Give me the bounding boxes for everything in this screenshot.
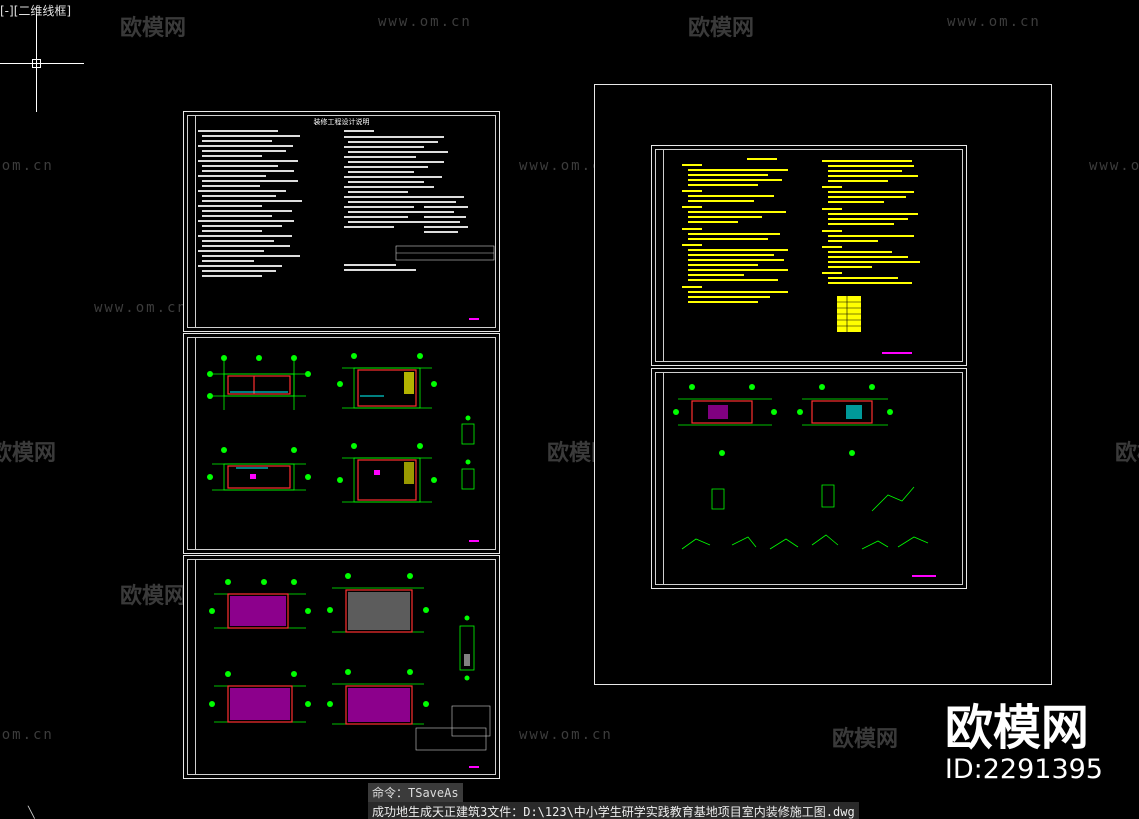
brand-logo: 欧模网 ID:2291395: [945, 702, 1103, 786]
cursor-crosshair-vertical: [36, 14, 37, 112]
watermark-url: www.om.cn: [378, 14, 472, 30]
layout-frame-right[interactable]: [594, 84, 1052, 685]
watermark-url: www.om.cn: [0, 727, 54, 743]
watermark-url: www.om.cn: [519, 158, 613, 174]
drawing-sheet-design-notes[interactable]: 装修工程设计说明: [183, 111, 500, 332]
watermark-brand: 欧模网: [832, 727, 899, 752]
watermark-brand: 欧模网: [1115, 441, 1139, 466]
sheet-title: 装修工程设计说明: [313, 118, 370, 126]
watermark-url: www.om.cn: [0, 158, 54, 174]
view-style-label[interactable]: [-][二维线框]: [0, 4, 72, 18]
ucs-corner-icon: ╲: [28, 806, 35, 819]
details-drawing: [673, 384, 936, 577]
watermark-brand: 欧模网: [688, 16, 755, 41]
watermark-brand: 欧模网: [120, 584, 187, 609]
watermark-url: www.om.cn: [519, 727, 613, 743]
notes-text-block: [198, 130, 495, 320]
floor-plans-drawing: [207, 353, 479, 542]
drawing-sheet-ceiling-plans[interactable]: [183, 555, 500, 779]
watermark-url: www.om.cn: [947, 14, 1041, 30]
drawing-sheet-details[interactable]: [651, 368, 967, 589]
ceiling-plans-drawing: [209, 573, 491, 768]
watermark-brand: 欧模网: [120, 16, 187, 41]
drawing-sheet-yellow-notes[interactable]: [651, 145, 967, 366]
command-output-line: 成功地生成天正建筑3文件：D:\123\中小学生研学实践教育基地项目室内装修施工…: [368, 802, 859, 819]
brand-name: 欧模网: [944, 700, 1089, 756]
watermark-url: www.om.cn: [94, 300, 188, 316]
cursor-crosshair-horizontal: [0, 63, 84, 64]
watermark-brand: 欧模网: [0, 441, 57, 466]
command-history-line: 命令：TSaveAs: [368, 783, 463, 802]
yellow-notes-text: [682, 158, 920, 354]
brand-id: ID:2291395: [944, 754, 1103, 785]
drawing-sheet-floor-plans[interactable]: [183, 333, 500, 554]
watermark-url: www.om.cn: [1089, 158, 1139, 174]
cursor-pickbox: [32, 59, 41, 68]
